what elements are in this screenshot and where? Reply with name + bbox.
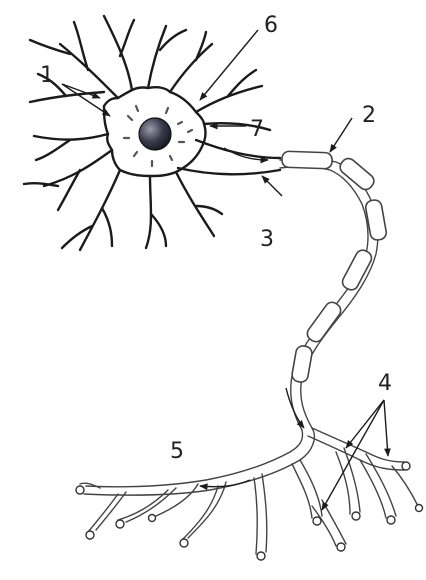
label-3: 3 xyxy=(260,227,274,252)
label-1: 1 xyxy=(40,63,54,88)
label-5: 5 xyxy=(170,439,184,464)
axon-terminals xyxy=(80,428,418,554)
nucleus xyxy=(139,118,171,150)
label-pointers xyxy=(62,30,388,510)
synaptic-terminals xyxy=(76,462,423,560)
axon xyxy=(280,159,378,430)
label-4: 4 xyxy=(378,371,392,396)
label-2: 2 xyxy=(362,103,376,128)
label-7: 7 xyxy=(250,117,264,142)
label-6: 6 xyxy=(264,13,278,38)
signal-direction-arrows xyxy=(200,148,304,487)
